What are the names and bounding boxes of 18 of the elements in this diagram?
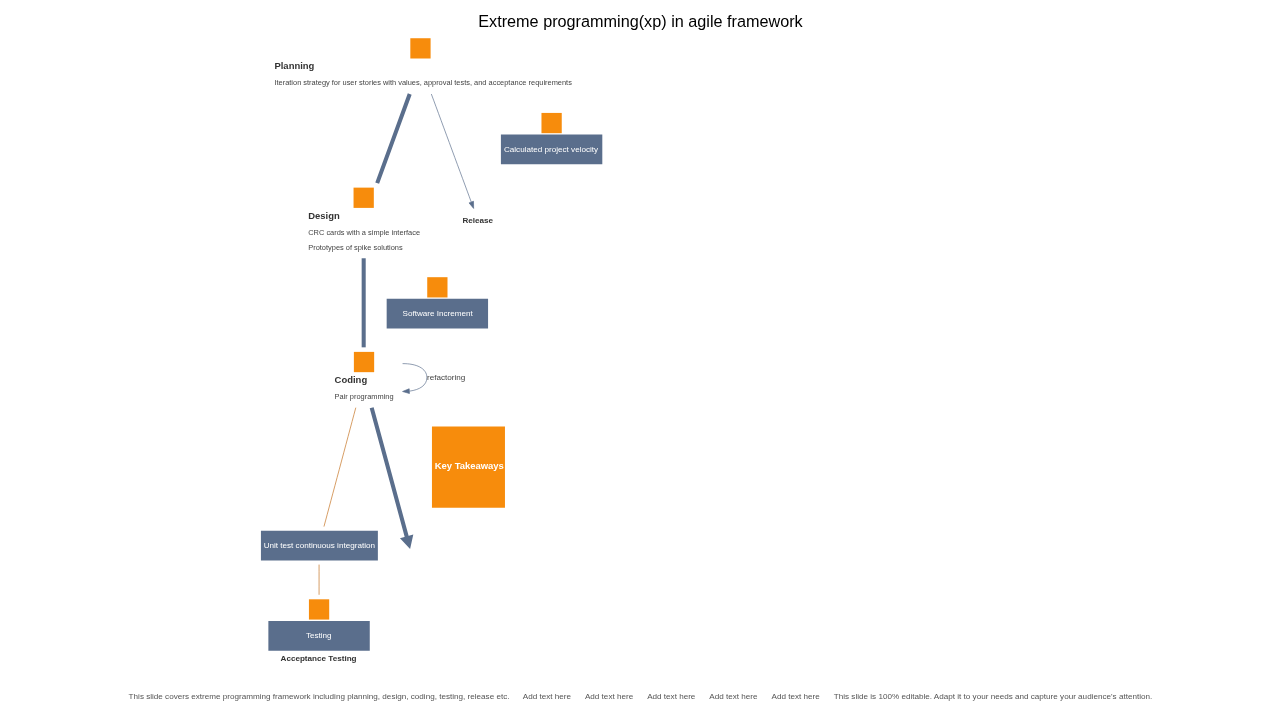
- node-label: Pair programming: [334, 392, 394, 402]
- arrow: [430, 93, 474, 209]
- connector: [323, 407, 356, 527]
- node-box: [409, 38, 431, 59]
- node-label: Planning: [273, 60, 314, 72]
- node-label: CRC cards with a simple interface: [307, 227, 420, 237]
- connector: [361, 258, 366, 348]
- arrow: [369, 407, 413, 550]
- node-label: Coding: [334, 374, 367, 386]
- diagram-title: Extreme programming(xp) in agile framework: [477, 11, 803, 30]
- connector: [374, 93, 412, 184]
- node-label: Iteration strategy for user stories with values, approval tests, and acceptance requirements: [273, 78, 572, 88]
- node-label: Prototypes of spike solutions: [307, 242, 403, 252]
- node-label: Design: [307, 209, 340, 221]
- node-box: Key Takeaways: [431, 426, 505, 508]
- node-box: [353, 351, 374, 373]
- arrow: [401, 363, 427, 394]
- node-box: [353, 187, 374, 208]
